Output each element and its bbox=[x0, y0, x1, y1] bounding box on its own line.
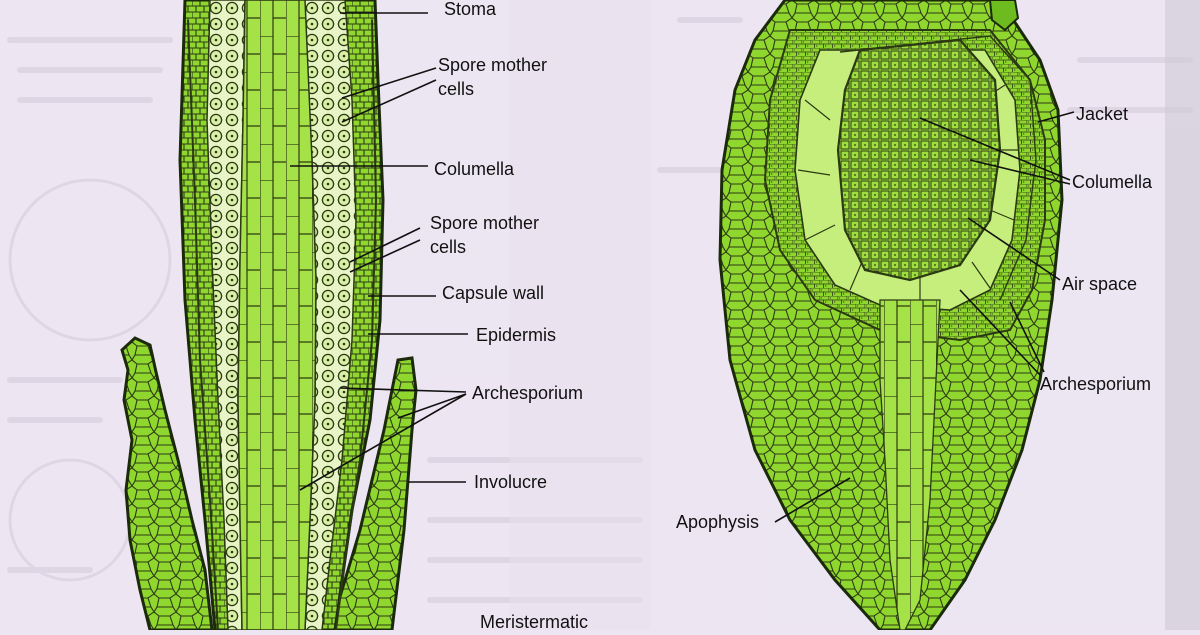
columella-left bbox=[237, 0, 317, 631]
label-archesporium-left: Archesporium bbox=[472, 383, 583, 403]
right-capsule-section bbox=[718, 0, 1075, 632]
label-spore-mother-cells-1-line1: Spore mother bbox=[438, 55, 547, 75]
label-capsule-wall: Capsule wall bbox=[442, 283, 544, 303]
left-labels: Stoma Spore mother cells Columella Spore… bbox=[430, 0, 588, 632]
label-spore-mother-cells-1-line2: cells bbox=[438, 79, 474, 99]
label-meristematic: Meristermatic bbox=[480, 612, 588, 630]
right-labels: Jacket Columella Air space Archesporium … bbox=[676, 104, 1153, 532]
label-air-space: Air space bbox=[1062, 274, 1137, 294]
left-longitudinal-section bbox=[120, 0, 468, 632]
label-epidermis: Epidermis bbox=[476, 325, 556, 345]
page-edge-shadow bbox=[1165, 0, 1200, 630]
label-stoma: Stoma bbox=[444, 0, 497, 19]
label-spore-mother-cells-2-line1: Spore mother bbox=[430, 213, 539, 233]
label-spore-mother-cells-2-line2: cells bbox=[430, 237, 466, 257]
label-archesporium-right: Archesporium bbox=[1040, 374, 1151, 394]
label-columella-right: Columella bbox=[1072, 172, 1153, 192]
label-involucre: Involucre bbox=[474, 472, 547, 492]
columella-right bbox=[836, 38, 1002, 282]
label-apophysis: Apophysis bbox=[676, 512, 759, 532]
label-columella-left: Columella bbox=[434, 159, 515, 179]
label-jacket: Jacket bbox=[1076, 104, 1128, 124]
